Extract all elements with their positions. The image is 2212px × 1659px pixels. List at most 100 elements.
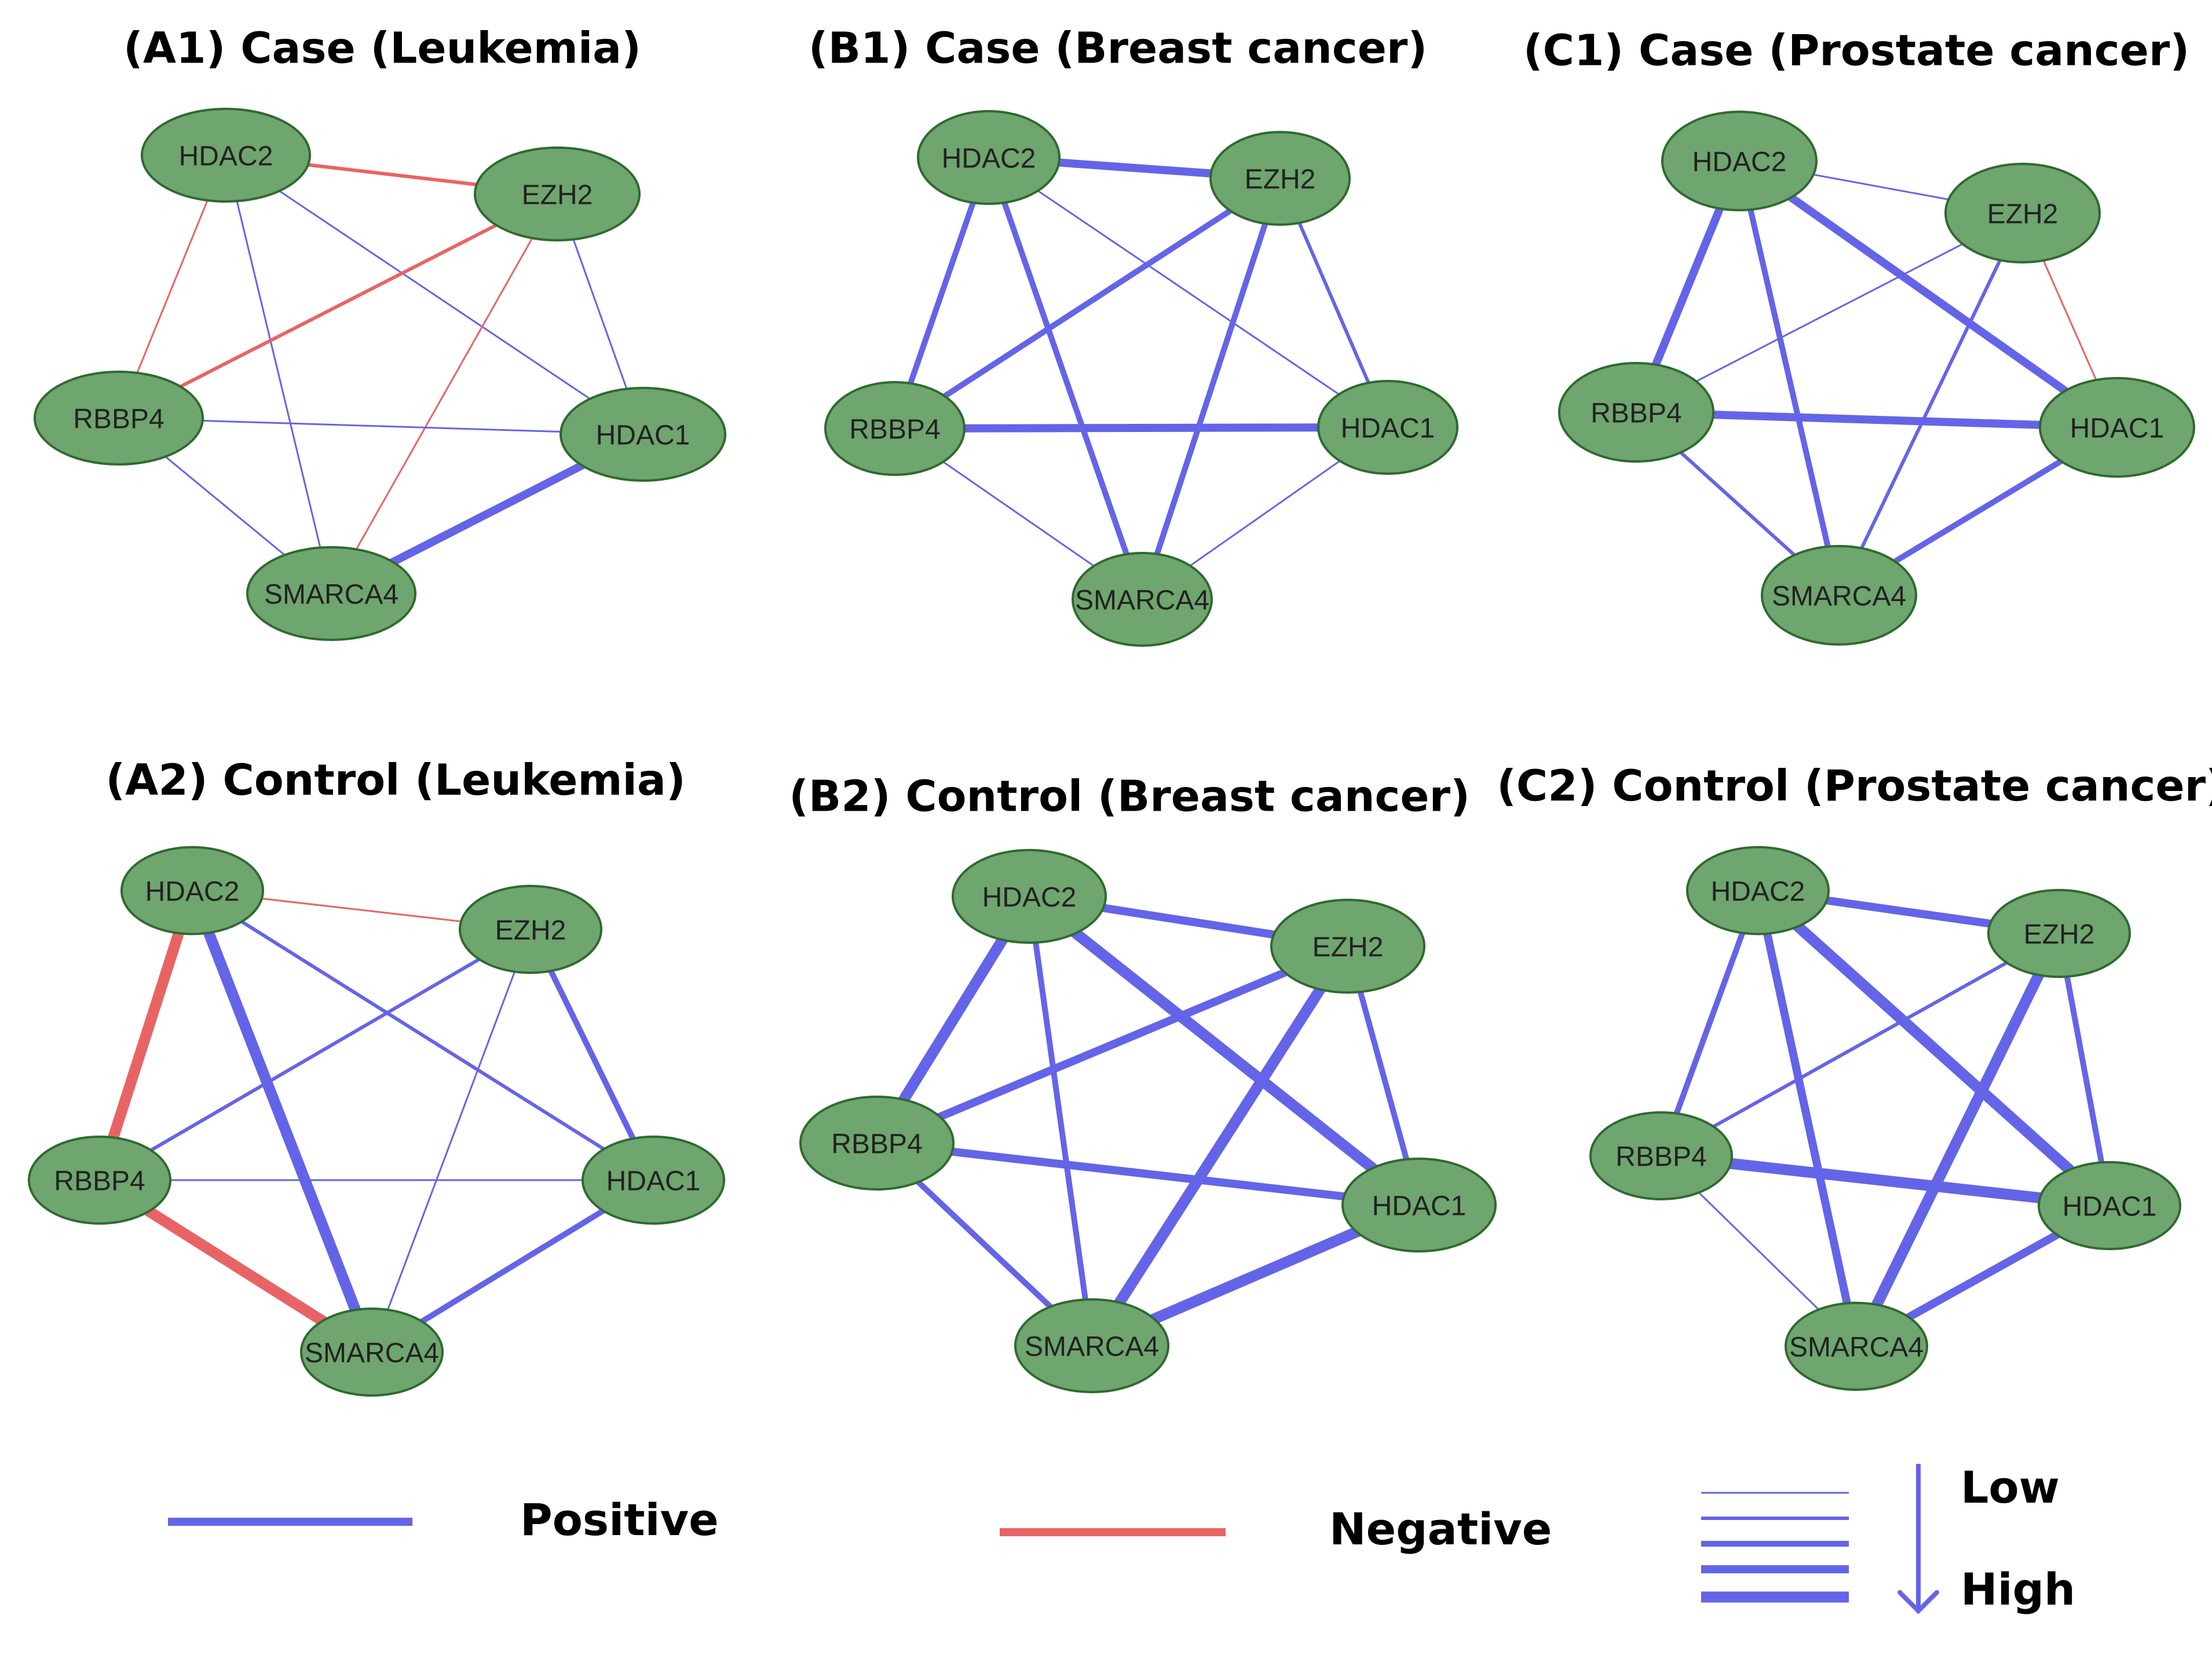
node-label: EZH2 <box>522 180 593 211</box>
edge-hdac2-hdac1-positive <box>191 889 655 1182</box>
node-smarca4: SMARCA4 <box>1072 552 1213 647</box>
node-hdac2: HDAC2 <box>917 110 1061 205</box>
edge-ezh2-hdac1-positive <box>2056 931 2112 1208</box>
edge-hdac2-hdac1-positive <box>1752 885 2115 1211</box>
node-label: HDAC1 <box>2070 413 2165 444</box>
node-ellipse <box>824 381 966 476</box>
node-ellipse <box>1661 111 1818 211</box>
panel-title-b1: (B1) Case (Breast cancer) <box>809 24 1427 74</box>
legend-high-label: High <box>1961 1563 2075 1615</box>
node-smarca4: SMARCA4 <box>246 546 416 641</box>
node-ezh2: EZH2 <box>1209 131 1351 226</box>
node-label: HDAC1 <box>2063 1192 2157 1222</box>
node-label: EZH2 <box>1987 199 2059 230</box>
node-label: RBBP4 <box>1615 1142 1706 1173</box>
node-ellipse <box>1785 1302 1928 1391</box>
node-ellipse <box>1761 545 1917 646</box>
node-ellipse <box>2038 1161 2181 1250</box>
node-ezh2: EZH2 <box>1944 163 2101 263</box>
node-rbbp4: RBBP4 <box>1589 1111 1733 1200</box>
edge-ezh2-rbbp4-positive <box>1635 212 2024 413</box>
panel-title-a2: (A2) Control (Leukemia) <box>105 756 685 805</box>
edge-rbbp4-hdac1-positive <box>891 423 1392 433</box>
node-ellipse <box>1014 1298 1169 1393</box>
edge-hdac2-smarca4-positive <box>986 155 1145 602</box>
node-ezh2: EZH2 <box>474 147 641 241</box>
node-ellipse <box>1987 889 2131 978</box>
edge-ezh2-rbbp4-negative <box>117 192 559 420</box>
node-label: HDAC1 <box>606 1166 701 1197</box>
edge-ezh2-smarca4-positive <box>1851 928 2065 1352</box>
legend-positive-label: Positive <box>520 1494 719 1546</box>
node-rbbp4: RBBP4 <box>824 381 966 476</box>
edge-ezh2-smarca4-positive <box>1086 940 1354 1352</box>
panel-title-a1: (A1) Case (Leukemia) <box>123 24 641 74</box>
node-hdac1: HDAC1 <box>560 387 726 482</box>
edge-ezh2-rbbp4-positive <box>98 928 532 1182</box>
legend: Positive Negative Low High <box>168 1462 2075 1615</box>
node-hdac2: HDAC2 <box>1661 111 1818 211</box>
node-ellipse <box>917 110 1061 205</box>
node-smarca4: SMARCA4 <box>1785 1302 1928 1391</box>
node-hdac1: HDAC1 <box>582 1136 725 1225</box>
panel-title-c2: (C2) Control (Prostate cancer) <box>1497 761 2212 811</box>
edge-hdac2-smarca4-positive <box>187 885 378 1358</box>
node-label: SMARCA4 <box>1025 1332 1159 1363</box>
node-label: HDAC1 <box>1341 413 1435 444</box>
node-ezh2: EZH2 <box>1987 889 2131 978</box>
edge-hdac2-hdac1-positive <box>988 156 1389 429</box>
node-ellipse <box>28 1136 171 1225</box>
edge-ezh2-rbbp4-positive <box>1659 932 2061 1158</box>
edge-hdac2-smarca4-positive <box>1026 893 1095 1349</box>
arrow-down-icon <box>1897 1590 1939 1614</box>
node-ellipse <box>1270 899 1425 994</box>
node-label: HDAC1 <box>596 420 690 451</box>
node-ellipse <box>1072 552 1213 647</box>
node-smarca4: SMARCA4 <box>300 1308 444 1397</box>
edge-hdac2-hdac1-positive <box>1735 157 2121 431</box>
node-label: HDAC1 <box>1372 1191 1467 1222</box>
node-ellipse <box>1317 380 1458 475</box>
panel-title-b2: (B2) Control (Breast cancer) <box>789 772 1470 822</box>
node-hdac1: HDAC1 <box>2038 1161 2181 1250</box>
edge-ezh2-smarca4-positive <box>371 928 532 1353</box>
node-ellipse <box>560 387 726 482</box>
panel-title-c1: (C1) Case (Prostate cancer) <box>1523 26 2189 76</box>
node-ellipse <box>582 1136 725 1225</box>
legend-low-label: Low <box>1961 1462 2060 1513</box>
edge-hdac2-hdac1-positive <box>1023 891 1425 1211</box>
node-label: RBBP4 <box>1591 398 1681 429</box>
edge-hdac2-rbbp4-positive <box>1658 888 1761 1159</box>
node-rbbp4: RBBP4 <box>28 1136 171 1225</box>
node-smarca4: SMARCA4 <box>1761 545 1917 646</box>
edge-hdac2-hdac1-positive <box>225 154 644 435</box>
legend-thickness-scale <box>1701 1492 1849 1603</box>
node-label: RBBP4 <box>849 415 940 445</box>
edge-hdac2-smarca4-positive <box>1736 158 1842 598</box>
node-label: SMARCA4 <box>305 1338 439 1369</box>
edge-ezh2-rbbp4-positive <box>873 942 1352 1147</box>
edge-rbbp4-hdac1-positive <box>118 417 644 435</box>
node-ezh2: EZH2 <box>1270 899 1425 994</box>
edge-ezh2-rbbp4-positive <box>892 175 1283 431</box>
node-label: EZH2 <box>1312 932 1384 963</box>
node-ellipse <box>2039 377 2195 478</box>
node-label: RBBP4 <box>73 404 164 435</box>
node-label: HDAC2 <box>1692 147 1787 178</box>
edge-rbbp4-hdac1-positive <box>873 1139 1423 1209</box>
node-ellipse <box>952 849 1107 944</box>
node-rbbp4: RBBP4 <box>799 1096 955 1191</box>
node-label: HDAC2 <box>982 882 1077 913</box>
node-label: SMARCA4 <box>264 580 398 610</box>
node-rbbp4: RBBP4 <box>34 371 204 466</box>
node-hdac1: HDAC1 <box>1317 380 1458 475</box>
edge-rbbp4-hdac1-positive <box>1655 1150 2115 1211</box>
node-ellipse <box>34 371 204 466</box>
node-label: SMARCA4 <box>1772 581 1906 612</box>
node-hdac1: HDAC1 <box>2039 377 2195 478</box>
node-smarca4: SMARCA4 <box>1014 1298 1169 1393</box>
node-ellipse <box>300 1308 444 1397</box>
